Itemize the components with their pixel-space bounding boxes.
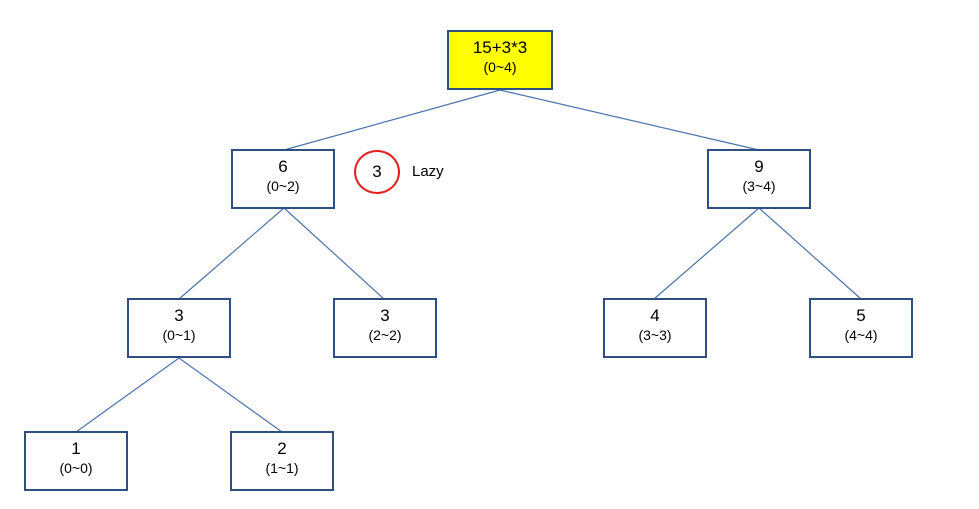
edge-leftleft-leaf1 — [178, 357, 283, 433]
node-range: (1~1) — [265, 460, 299, 476]
node-range: (4~4) — [844, 327, 878, 343]
node-value: 9 — [754, 157, 764, 176]
node-value: 15+3*3 — [472, 38, 528, 57]
node-range: (0~4) — [483, 59, 517, 75]
edge-root-right — [499, 89, 760, 151]
node-range: (3~3) — [638, 327, 672, 343]
node-value: 3 — [380, 306, 390, 325]
edge-right-rightright — [758, 207, 862, 300]
tree-node-root: 15+3*3 (0~4) — [447, 30, 553, 90]
lazy-label: Lazy — [412, 163, 444, 180]
tree-node-left: 6 (0~2) — [231, 149, 335, 209]
tree-node-right: 9 (3~4) — [707, 149, 811, 209]
node-range: (0~0) — [59, 460, 93, 476]
edge-right-rightleft — [653, 207, 760, 300]
tree-node-left-right: 3 (2~2) — [333, 298, 437, 358]
node-range: (0~2) — [266, 178, 300, 194]
node-value: 4 — [650, 306, 660, 325]
tree-node-leaf-1: 2 (1~1) — [230, 431, 334, 491]
tree-node-right-left: 4 (3~3) — [603, 298, 707, 358]
tree-node-leaf-0: 1 (0~0) — [24, 431, 128, 491]
node-value: 5 — [856, 306, 866, 325]
node-value: 6 — [278, 157, 288, 176]
edge-root-left — [283, 89, 501, 151]
edge-leftleft-leaf0 — [75, 357, 180, 433]
lazy-value-circle: 3 — [354, 150, 400, 194]
edge-left-leftleft — [178, 207, 285, 300]
node-range: (3~4) — [742, 178, 776, 194]
edge-left-leftright — [283, 207, 385, 300]
node-value: 1 — [71, 439, 81, 458]
tree-node-right-right: 5 (4~4) — [809, 298, 913, 358]
node-value: 3 — [174, 306, 184, 325]
node-range: (0~1) — [162, 327, 196, 343]
tree-node-left-left: 3 (0~1) — [127, 298, 231, 358]
node-value: 2 — [277, 439, 287, 458]
node-range: (2~2) — [368, 327, 402, 343]
